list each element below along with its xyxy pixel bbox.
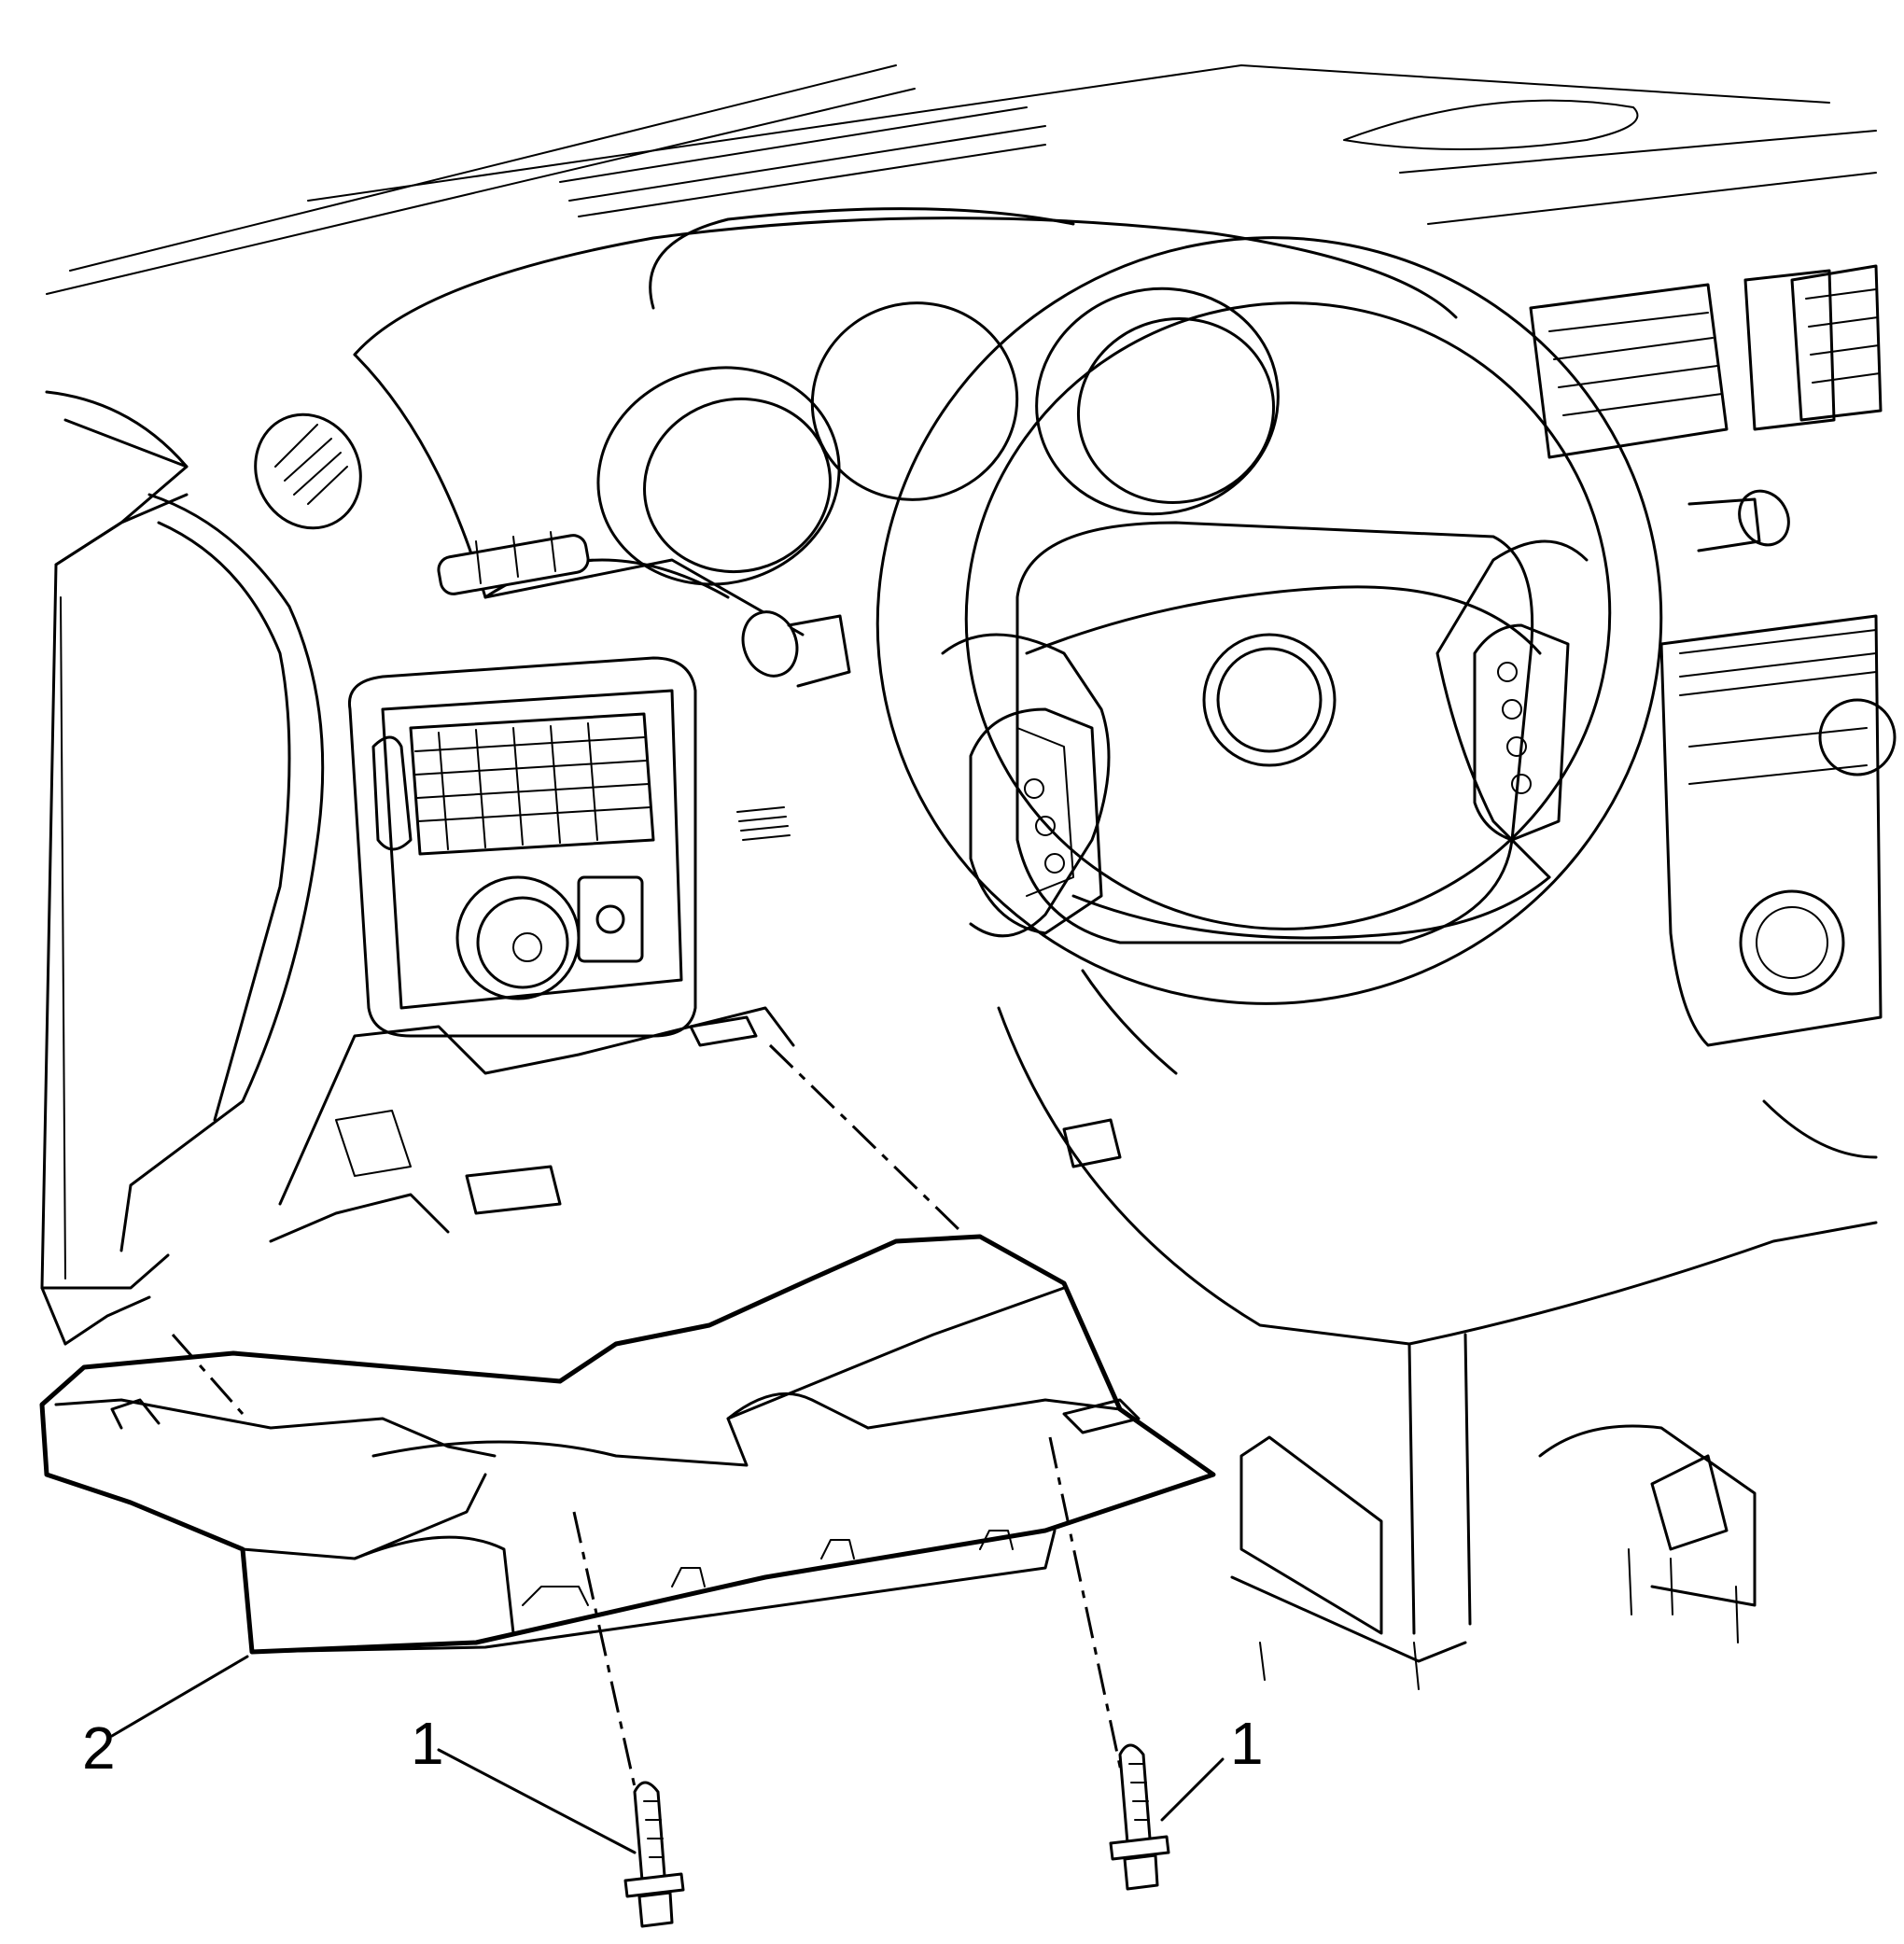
callout-label-fastener-left: 1 — [411, 1710, 444, 1777]
left-air-vent — [347, 656, 697, 1038]
push-pin-fastener-left — [623, 1781, 685, 1928]
upper-dash-outline — [46, 64, 1877, 357]
defrost-vent-slots — [736, 806, 791, 841]
airbag-module — [1015, 521, 1534, 944]
lower-bracket-right — [1230, 1424, 1757, 1690]
right-wheel-controls — [1473, 623, 1570, 842]
left-dash-panel — [40, 390, 362, 1346]
knee-bolster-panel — [39, 1234, 1216, 1655]
radio-head-unit — [1659, 614, 1897, 1047]
instrument-cluster — [353, 287, 1280, 636]
left-wheel-controls — [969, 707, 1103, 935]
push-pin-fastener-right — [1109, 1743, 1170, 1891]
callout-label-panel: 2 — [82, 1714, 116, 1782]
callout-leaders — [110, 1655, 1225, 1854]
speaker-grille-icon — [274, 424, 348, 505]
headlamp-switch — [455, 875, 581, 1000]
wiper-stalk — [1687, 489, 1790, 552]
steering-wheel — [875, 236, 1663, 1005]
center-air-vents — [1529, 264, 1883, 459]
dimmer-switch — [577, 875, 644, 963]
install-guide-lines — [171, 1043, 1131, 1830]
steering-column-cover — [997, 969, 1878, 1635]
turn-signal-stalk — [741, 610, 851, 688]
hazard-switch-bank — [437, 531, 590, 595]
lower-dash-structure — [269, 1006, 1122, 1243]
callout-label-fastener-right: 1 — [1230, 1710, 1264, 1777]
